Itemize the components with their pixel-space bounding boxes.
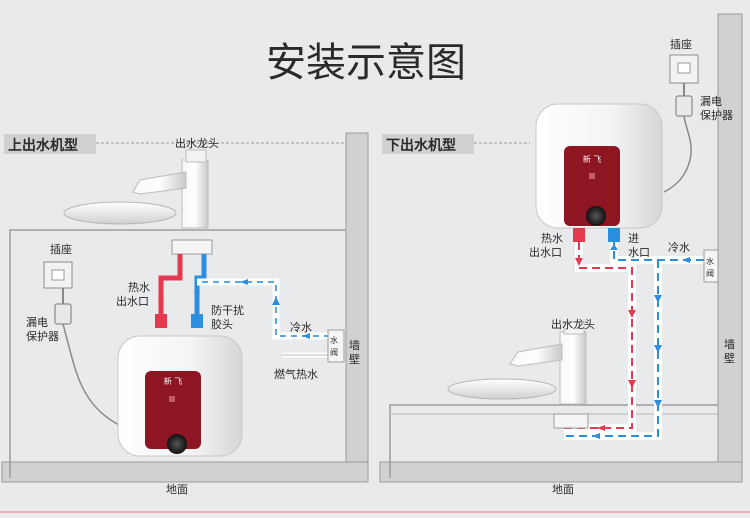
left-floor — [1, 461, 369, 483]
left-anti-label-2: 胶头 — [211, 317, 233, 331]
right-socket-face — [677, 62, 691, 74]
right-flow-arrows — [575, 244, 690, 439]
right-valve-box — [703, 249, 719, 283]
left-socket-face — [51, 269, 65, 281]
left-flow-arrows — [158, 279, 310, 339]
left-wall-label-2: 壁 — [349, 352, 360, 366]
left-panel: 上出水机型 出水龙头 插座 漏电 保护器 — [1, 132, 369, 496]
right-floor-label: 地面 — [552, 483, 574, 496]
right-water-heater: 新 飞 — [535, 103, 663, 229]
right-in-label-1: 进 — [628, 232, 639, 245]
left-brand: 新 飞 — [164, 376, 183, 386]
right-in-label-2: 水口 — [628, 246, 650, 259]
right-valve-label-1: 水 — [706, 256, 714, 266]
left-valve-box — [327, 329, 345, 363]
left-valve-label-1: 水 — [330, 335, 338, 345]
right-faucet-label: 出水龙头 — [551, 317, 595, 331]
right-wall-label-2: 壁 — [724, 351, 735, 365]
right-leakage-protector-icon — [675, 95, 693, 117]
right-basin — [447, 378, 557, 400]
left-floor-label: 地面 — [166, 483, 188, 496]
left-tee-fitting — [171, 239, 213, 255]
right-leakage-label-1: 漏电 — [700, 95, 722, 108]
left-wall-label-1: 墙 — [349, 338, 360, 352]
left-wall — [345, 132, 369, 479]
left-power-cord — [62, 323, 131, 431]
left-counter — [9, 229, 346, 478]
right-indicator — [589, 173, 595, 179]
left-hot-label-1: 热水 — [128, 281, 150, 294]
left-cold-label: 冷水 — [290, 321, 312, 334]
left-cold-inlet-icon — [191, 314, 203, 328]
left-hot-outlet-icon — [155, 314, 167, 328]
right-tee-fitting — [553, 413, 589, 429]
right-floor — [379, 461, 743, 483]
left-socket-label: 插座 — [50, 242, 72, 256]
left-gas-label: 燃气热水 — [274, 367, 318, 381]
right-cold-inlet-icon — [608, 228, 620, 242]
right-knob-icon — [586, 206, 606, 226]
left-faucet-icon — [132, 149, 209, 229]
left-anti-label-1: 防干扰 — [211, 303, 244, 317]
right-cold-label: 冷水 — [668, 241, 690, 254]
left-valve-label-2: 阀 — [330, 348, 338, 357]
left-knob-icon — [167, 434, 187, 454]
right-valve-label-2: 阀 — [706, 269, 714, 278]
left-water-heater: 新 飞 — [117, 335, 243, 457]
right-wall — [717, 13, 743, 480]
right-wall-label-1: 墙 — [724, 337, 735, 351]
left-faucet-label: 出水龙头 — [175, 136, 219, 150]
left-leakage-protector-icon — [54, 303, 72, 325]
left-header: 上出水机型 — [8, 137, 78, 154]
right-faucet-icon — [509, 321, 587, 405]
right-panel: 下出水机型 插座 漏电 保护器 新 飞 — [379, 13, 743, 496]
right-counter — [389, 404, 718, 478]
left-leakage-label-2: 保护器 — [26, 329, 59, 343]
page-title: 安装示意图 — [266, 40, 466, 86]
left-basin — [63, 201, 177, 225]
left-indicator — [169, 396, 175, 402]
right-header: 下出水机型 — [386, 137, 456, 154]
right-header-bg — [382, 134, 474, 154]
left-hot-label-2: 出水口 — [116, 294, 149, 308]
right-power-cord — [663, 115, 692, 193]
right-leakage-label-2: 保护器 — [700, 108, 733, 122]
right-hot-label-1: 热水 — [541, 232, 563, 245]
right-hot-label-2: 出水口 — [529, 245, 562, 259]
right-brand: 新 飞 — [583, 154, 602, 164]
right-socket-label: 插座 — [670, 37, 692, 51]
left-header-bg — [4, 134, 96, 154]
left-leakage-label-1: 漏电 — [26, 316, 48, 329]
right-hot-outlet-icon — [573, 228, 585, 242]
